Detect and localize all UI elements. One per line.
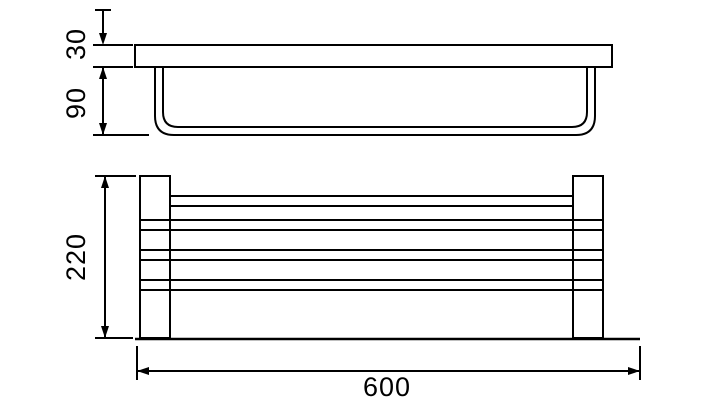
- dim-label-rack-width: 600: [355, 372, 420, 402]
- top-rail: [169, 195, 574, 207]
- dim-label-bar-drop: 90: [61, 63, 91, 143]
- dim-90-arrow-up-icon: [99, 67, 107, 79]
- dim-600-arrow-right-icon: [628, 367, 640, 375]
- left-post: [139, 175, 171, 339]
- towel-bar-2: [139, 249, 604, 261]
- dim-220-arrow-down-icon: [101, 326, 109, 338]
- dim-30-arrow-down-icon: [99, 33, 107, 45]
- towel-bar-3: [139, 279, 604, 291]
- dimension-600: [136, 346, 641, 380]
- towel-bar-1: [139, 219, 604, 231]
- dim-label-rack-height: 220: [61, 217, 91, 297]
- shelf-profile: [134, 44, 613, 68]
- towel-bar-outer-profile: [154, 67, 596, 136]
- dimension-30: [93, 9, 133, 68]
- dim-220-arrow-up-icon: [101, 176, 109, 188]
- towel-bar-inner-profile: [162, 67, 588, 128]
- dim-90-arrow-down-icon: [99, 123, 107, 135]
- side-profile-view: [134, 44, 613, 136]
- dimension-90: [93, 67, 149, 136]
- dimension-220: [95, 175, 136, 339]
- front-view: [135, 175, 640, 341]
- dim-600-arrow-left-icon: [137, 367, 149, 375]
- right-post: [572, 175, 604, 339]
